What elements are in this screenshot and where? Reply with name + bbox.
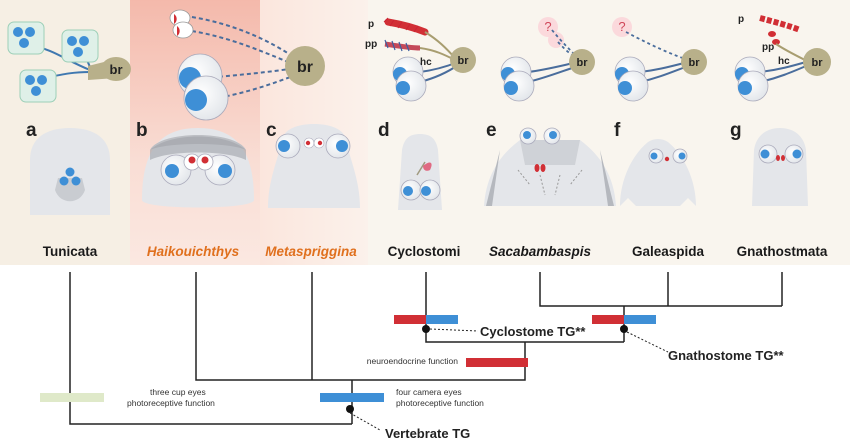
panel-letter-d: d: [378, 120, 390, 141]
panel-letter-b: b: [136, 120, 148, 141]
sacabambaspis-head: [484, 127, 616, 206]
gnathostmata-schematic: br p pp hc: [734, 14, 831, 102]
hc-label: hc: [778, 56, 790, 67]
tunicata-head: [30, 128, 110, 215]
unknown-label: ?: [544, 19, 551, 34]
panel-letter-e: e: [486, 120, 497, 141]
taxon-sacabambaspis: Sacabambaspis: [489, 244, 592, 259]
panel-letter-c: c: [266, 120, 277, 141]
haikouichthys-head: [142, 128, 254, 208]
taxon-tunicata: Tunicata: [43, 244, 98, 259]
gnathostome-tg-label: Gnathostome TG**: [668, 348, 785, 363]
pp-label: pp: [365, 39, 377, 50]
four-camera-function-label: photoreceptive function: [396, 398, 484, 408]
sacabambaspis-schematic: ? br: [500, 17, 595, 102]
taxon-cyclostomi: Cyclostomi: [388, 244, 461, 259]
cyclostome-tg-pointer: [429, 328, 479, 332]
neuroendocrine-label: neuroendocrine function: [367, 356, 458, 366]
four-camera-eyes-bar: [320, 393, 384, 402]
three-cup-eyes-bar: [40, 393, 104, 402]
br-label: br: [689, 57, 701, 69]
hc-label: hc: [420, 57, 432, 68]
taxon-metaspriggina: Metaspriggina: [265, 244, 357, 259]
br-label: br: [812, 57, 824, 69]
haikouichthys-schematic: br: [169, 9, 325, 121]
br-label: br: [297, 59, 313, 76]
galeaspida-head: [620, 139, 696, 206]
cyclostome-tg-node: [422, 325, 430, 333]
tunicata-schematic: br: [7, 21, 131, 103]
vertebrate-tg-node: [346, 405, 354, 413]
vertebrate-tg-pointer: [349, 412, 381, 431]
panel-letter-a: a: [26, 120, 37, 141]
p-label: p: [368, 19, 374, 30]
taxon-haikouichthys: Haikouichthys: [147, 244, 240, 259]
four-camera-eyes-label: four camera eyes: [396, 387, 462, 397]
cyclostome-tg-blue-bar: [426, 315, 458, 324]
brain-blob: [101, 57, 131, 81]
cyclostomi-schematic: br p pp hc: [365, 17, 476, 102]
taxon-gnathostmata: Gnathostmata: [737, 244, 828, 259]
cyclostome-tg-label: Cyclostome TG**: [480, 324, 586, 339]
gnathostome-tg-blue-bar: [624, 315, 656, 324]
cyclostome-tg-red-bar: [394, 315, 426, 324]
gnathostmata-head: [752, 128, 808, 206]
br-label: br: [577, 57, 589, 69]
vertebrate-tg-label: Vertebrate TG: [385, 426, 470, 441]
gnathostome-tg-pointer: [626, 331, 669, 353]
neuroendocrine-bar: [466, 358, 528, 367]
phylogenetic-tree: [69, 272, 783, 425]
three-cup-function-label: photoreceptive function: [127, 398, 215, 408]
galeaspida-schematic: ? br: [612, 17, 707, 102]
panel-letter-f: f: [614, 120, 621, 141]
br-label: br: [110, 62, 123, 77]
br-label: br: [458, 55, 470, 67]
gnathostome-tg-node: [620, 325, 628, 333]
unknown-label: ?: [618, 19, 625, 34]
taxon-galeaspida: Galeaspida: [632, 244, 705, 259]
gnathostome-tg-red-bar: [592, 315, 624, 324]
p-label: p: [738, 14, 744, 25]
pp-label: pp: [762, 42, 774, 53]
panel-letter-g: g: [730, 120, 742, 141]
cyclostomi-head: [398, 134, 442, 210]
three-cup-eyes-label: three cup eyes: [150, 387, 206, 397]
metaspriggina-head: [268, 124, 360, 208]
